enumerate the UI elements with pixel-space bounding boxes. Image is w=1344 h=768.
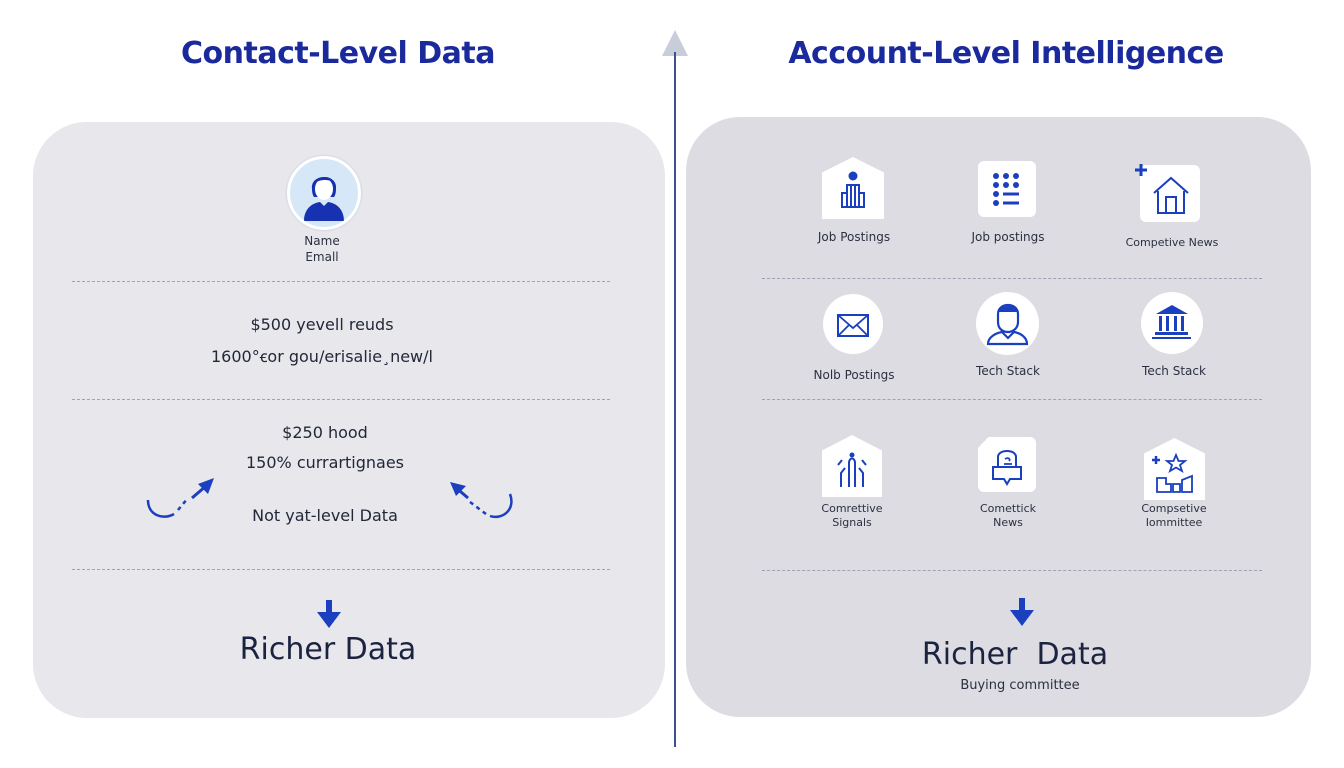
person-icon — [976, 292, 1039, 355]
left-divider-2 — [72, 399, 610, 400]
envelope-icon — [823, 294, 883, 354]
tile-label-competitive-signals-2: Signals — [832, 516, 872, 529]
tile-label-job-postings-2: Job postings — [971, 230, 1045, 244]
right-divider-3 — [762, 570, 1262, 571]
bank-icon — [1141, 292, 1203, 354]
list-grid-icon — [978, 161, 1036, 217]
tile-label-competitive-committee-2: Iommittee — [1145, 516, 1203, 529]
tile-label-tech-stack-1: Tech Stack — [976, 364, 1040, 378]
signal-tower-icon — [822, 435, 882, 497]
right-divider-1 — [762, 278, 1262, 279]
right-divider-2 — [762, 399, 1262, 400]
tile-label-competitive-signals-1: Comrettive — [821, 502, 883, 515]
account-level-panel — [686, 117, 1311, 717]
divider-arrow-head-icon — [662, 30, 688, 56]
profile-email-label: Emall — [305, 250, 339, 264]
contact-stat-line-2: 1600°ꞓor gou/erisalie¸new/l — [211, 347, 433, 366]
contact-level-panel — [33, 122, 665, 718]
tile-label-competitive-news-1: Comettick — [980, 502, 1036, 515]
arrow-down-icon — [1010, 598, 1034, 626]
tile-label-competitive-news-2: News — [993, 516, 1023, 529]
left-divider-3 — [72, 569, 610, 570]
house-plus-icon — [1140, 165, 1200, 222]
tile-label-tech-stack-2: Tech Stack — [1142, 364, 1206, 378]
contact-stat-line-1: $500 yevell reuds — [250, 315, 394, 334]
tile-label-nolb-postings: Nolb Postings — [813, 368, 895, 382]
contact-stat-line-3: $250 hood — [282, 423, 368, 442]
arrow-down-icon — [317, 600, 341, 628]
tile-label-competive-news: Competive News — [1125, 236, 1219, 249]
left-divider-1 — [72, 281, 610, 282]
profile-name-label: Name — [304, 234, 340, 248]
tile-label-job-postings-1: Job Postings — [817, 230, 891, 244]
left-richer-data-label: Richer Data — [239, 632, 417, 667]
curved-arrow-right-icon — [450, 482, 513, 519]
chat-lock-icon — [978, 437, 1036, 492]
person-avatar-icon — [287, 156, 361, 230]
center-divider — [674, 52, 676, 747]
contact-stat-line-4: 150% currartignaes — [245, 453, 405, 472]
account-level-title: Account-Level Intelligence — [788, 36, 1224, 71]
curved-arrow-left-icon — [146, 478, 214, 518]
tile-label-competitive-committee-1: Compsetive — [1141, 502, 1207, 515]
plus-icon — [1135, 164, 1147, 176]
contact-stat-line-5: Not yat-level Data — [252, 506, 398, 525]
buying-committee-label: Buying committee — [960, 678, 1080, 693]
right-richer-data-label: Richer Data — [921, 637, 1109, 672]
contact-level-title: Contact-Level Data — [181, 36, 495, 71]
